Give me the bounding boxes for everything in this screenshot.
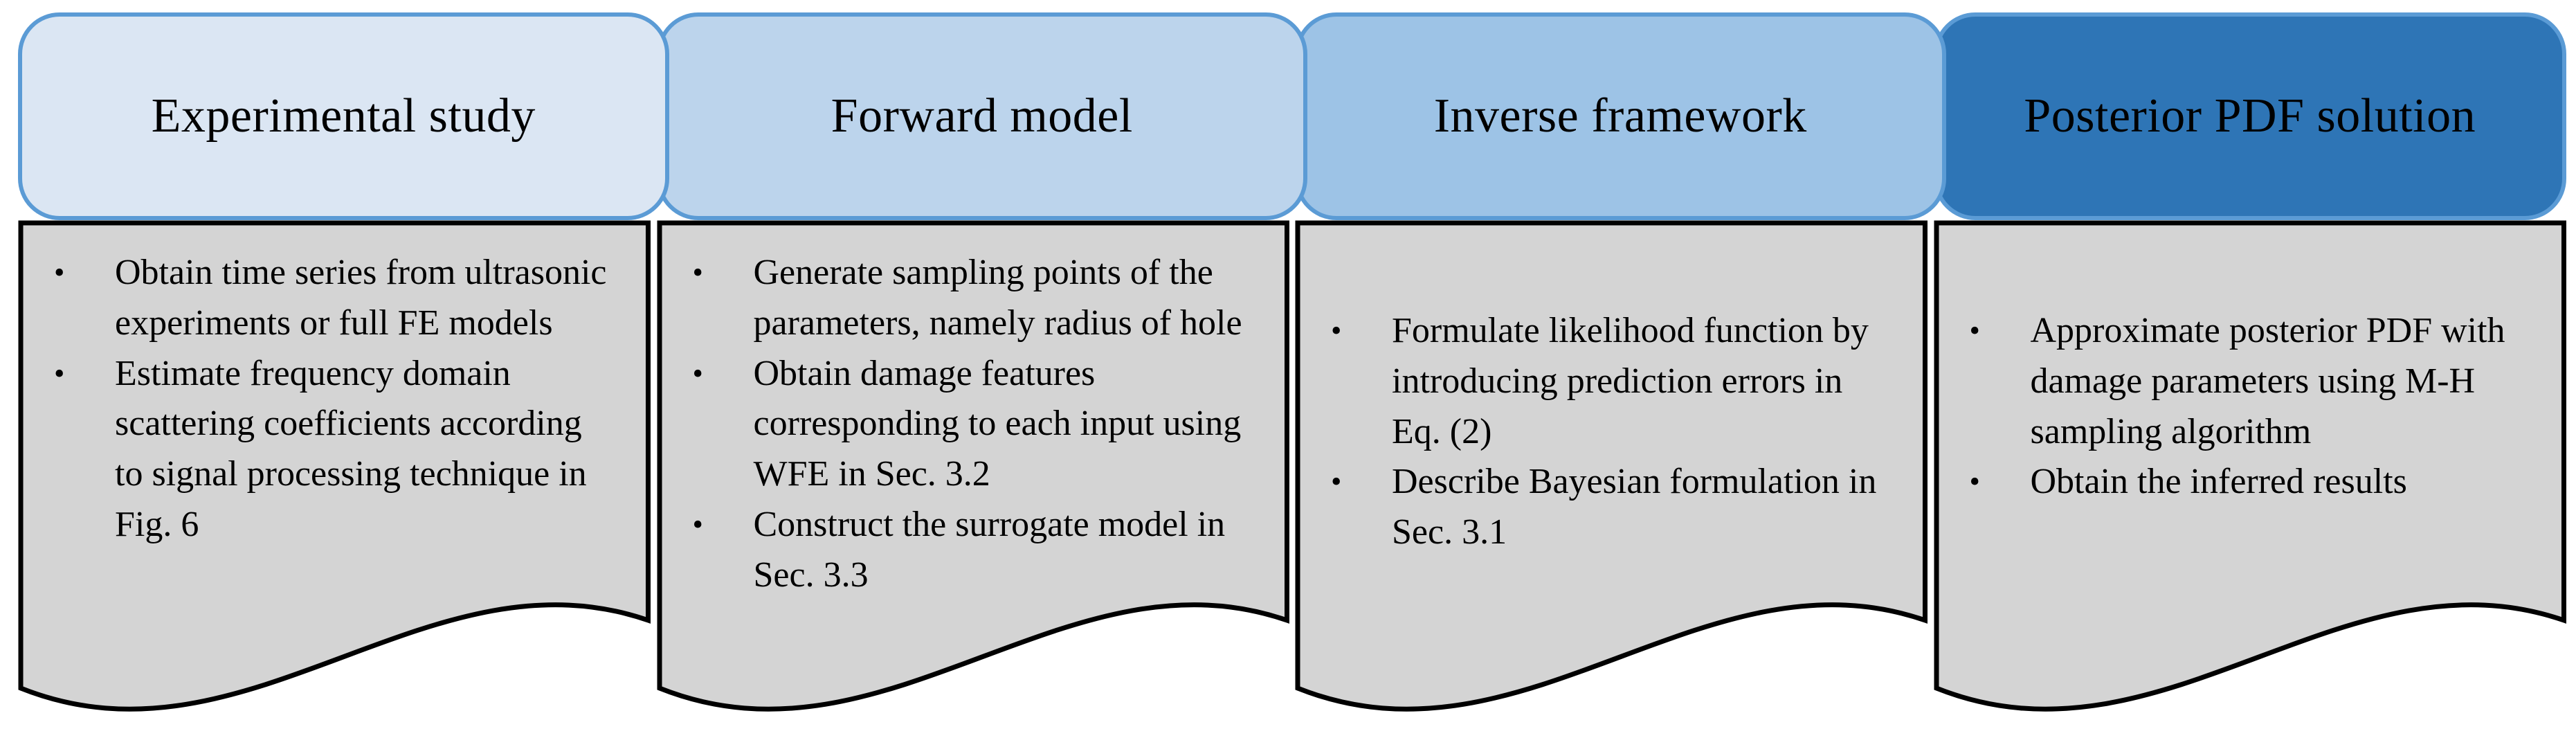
stage-body-experimental-study: • Obtain time series from ultrasonic exp… — [18, 220, 651, 732]
bullet-dot-icon: • — [692, 255, 703, 289]
bullet-dot-icon: • — [54, 255, 65, 289]
bullet-item: • Formulate likelihood function by intro… — [1327, 306, 1889, 457]
stage-header-experimental-study: Experimental study — [18, 12, 669, 220]
bullet-text: Obtain damage features corresponding to … — [753, 353, 1242, 494]
bullet-text: Obtain the inferred results — [2030, 462, 2407, 502]
stage-header-inverse-framework: Inverse framework — [1295, 12, 1946, 220]
stage-column-3: Inverse framework • Formulate likelihood… — [1295, 12, 1946, 732]
bullet-item: • Estimate frequency domain scattering c… — [50, 349, 613, 550]
bullet-item: • Obtain time series from ultrasonic exp… — [50, 248, 613, 349]
bullet-dot-icon: • — [692, 507, 703, 541]
bullet-dot-icon: • — [1969, 465, 1980, 499]
document-shape-outline — [18, 220, 651, 712]
bullet-text: Describe Bayesian formulation in Sec. 3.… — [1392, 462, 1877, 552]
bullet-list: • Obtain time series from ultrasonic exp… — [18, 220, 651, 550]
bullet-dot-icon: • — [1331, 465, 1342, 499]
bullet-dot-icon: • — [1969, 314, 1980, 348]
stage-column-1: Experimental study • Obtain time series … — [18, 12, 669, 732]
stage-header-forward-model: Forward model — [656, 12, 1307, 220]
bullet-list: • Generate sampling points of the parame… — [657, 220, 1290, 601]
bullet-item: • Obtain damage features corresponding t… — [689, 349, 1251, 500]
document-shape-outline — [1295, 220, 1928, 712]
document-shape — [657, 220, 1289, 712]
bullet-item: • Describe Bayesian formulation in Sec. … — [1327, 457, 1889, 558]
bullet-item: • Construct the surrogate model in Sec. … — [689, 500, 1251, 601]
bullet-dot-icon: • — [1331, 314, 1342, 348]
bullet-text: Formulate likelihood function by introdu… — [1392, 311, 1869, 451]
stage-column-4: Posterior PDF solution • Approximate pos… — [1933, 12, 2567, 732]
document-shape — [1295, 220, 1928, 712]
bullet-dot-icon: • — [692, 356, 703, 390]
bullet-text: Generate sampling points of the paramete… — [753, 253, 1242, 343]
bullet-list: • Approximate posterior PDF with damage … — [1934, 220, 2567, 507]
bullet-item: • Obtain the inferred results — [1966, 457, 2528, 507]
stage-body-posterior-pdf-solution: • Approximate posterior PDF with damage … — [1934, 220, 2567, 732]
bullet-item: • Approximate posterior PDF with damage … — [1966, 306, 2528, 457]
bullet-text: Construct the surrogate model in Sec. 3.… — [753, 504, 1226, 595]
document-shape — [18, 220, 651, 712]
document-shape — [1934, 220, 2566, 712]
bullet-text: Approximate posterior PDF with damage pa… — [2030, 311, 2505, 451]
flowchart: Experimental study • Obtain time series … — [18, 12, 2567, 732]
document-shape-outline — [1934, 220, 2566, 712]
stage-column-2: Forward model • Generate sampling points… — [656, 12, 1307, 732]
stage-body-inverse-framework: • Formulate likelihood function by intro… — [1295, 220, 1928, 732]
document-shape-outline — [657, 220, 1289, 712]
bullet-text: Obtain time series from ultrasonic exper… — [115, 253, 607, 343]
bullet-text: Estimate frequency domain scattering coe… — [115, 353, 587, 544]
stage-header-posterior-pdf-solution: Posterior PDF solution — [1933, 12, 2566, 220]
bullet-list: • Formulate likelihood function by intro… — [1295, 220, 1928, 558]
bullet-dot-icon: • — [54, 356, 65, 390]
bullet-item: • Generate sampling points of the parame… — [689, 248, 1251, 349]
stage-body-forward-model: • Generate sampling points of the parame… — [657, 220, 1290, 732]
